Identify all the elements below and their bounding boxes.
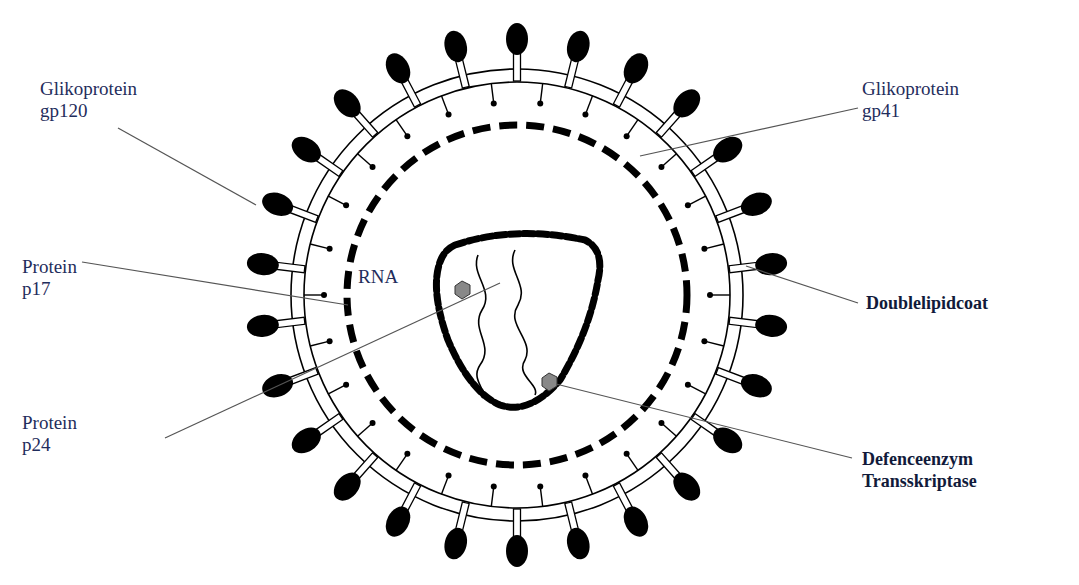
outer-membrane [291,69,743,521]
glycoprotein-knob [506,535,528,567]
enzyme-label: Defenceenzym Transskriptase [862,448,1032,492]
transmembrane-pin [627,454,638,470]
pin-dot [537,100,543,106]
transmembrane-pin [396,454,407,470]
virus-body [246,23,789,567]
transmembrane-pin [704,341,723,346]
pin-dot [404,133,410,139]
inner-membrane [304,82,730,508]
transmembrane-pin [661,154,676,167]
transmembrane-pin [540,84,542,104]
glycoprotein-knob [738,370,776,402]
pin-dot [701,338,707,344]
glycoprotein-knob [506,23,528,55]
pin-dot [491,100,497,106]
protein-label: Glikoprotein gp41 [862,78,987,122]
transmembrane-pin [627,120,638,136]
pin-dot [624,451,630,457]
pin-dot [370,164,376,170]
glycoprotein-knob [441,28,470,64]
glycoprotein-knob [564,525,593,561]
transmembrane-pin [688,196,706,205]
glycoprotein-knob [381,49,415,88]
transmembrane-pin [328,196,346,205]
transmembrane-pin [328,385,346,394]
transmembrane-pin [358,154,373,167]
pin-dot [658,164,664,170]
protein-label: Glikoprotein gp120 [40,78,165,122]
pin-dot [685,382,691,388]
glycoprotein-stem [274,317,305,328]
glycoprotein-knob [754,251,788,277]
leader-line [118,128,256,205]
rna-strand [513,250,536,395]
glycoprotein-knob [668,84,706,123]
membrane-label: Doublelipidcoat [866,292,988,314]
glycoprotein-knob [441,525,470,561]
transmembrane-pin [358,423,373,436]
glycoprotein-stem [274,262,305,273]
pin-dot [404,451,410,457]
pin-dot [707,292,713,298]
glycoprotein-knob [738,188,776,220]
pin-dot [658,420,664,426]
glycoprotein-knob [668,467,706,506]
pin-dot [327,246,333,252]
transmembrane-pin [441,475,448,494]
transmembrane-pin [585,475,592,494]
glycoprotein-stem [729,317,760,328]
glycoprotein-knob [287,131,326,167]
protein-label: Protein p17 [22,256,97,300]
leader-line [165,283,500,438]
transmembrane-pin [688,385,706,394]
protein-label: Protein p24 [22,412,97,456]
glycoprotein-knob [328,467,366,506]
pin-dot [537,484,543,490]
glycoprotein-knob [328,84,366,123]
enzyme-symbol [542,373,557,391]
pin-dot [685,202,691,208]
pin-dot [370,420,376,426]
glycoprotein-stem [729,262,760,273]
matrix-shell [347,125,687,465]
leader-line [82,262,348,305]
capsid [436,234,599,408]
glycoprotein-stem [514,51,521,81]
pin-dot [582,112,588,118]
glycoprotein-knob [754,313,788,339]
glycoprotein-knob [259,188,297,220]
pin-dot [321,292,327,298]
transmembrane-pin [585,96,592,115]
pin-dot [446,112,452,118]
glycoprotein-knob [246,251,280,277]
pin-dot [327,338,333,344]
transmembrane-pin [661,423,676,436]
pin-dot [582,472,588,478]
leader-line [746,266,858,303]
glycoprotein-knob [381,502,415,541]
glycoprotein-knob [287,422,326,458]
glycoprotein-knob [619,49,653,88]
leader-line [640,108,858,156]
pin-dot [701,246,707,252]
leader-line [556,384,852,458]
glycoprotein-knob [246,313,280,339]
pin-dot [343,382,349,388]
pin-dot [491,484,497,490]
glycoprotein-knob [619,502,653,541]
pin-dot [343,202,349,208]
enzyme-symbol [455,281,470,299]
transmembrane-pin [704,244,723,249]
glycoprotein-stem [514,509,521,539]
pin-dot [624,133,630,139]
rna-label: RNA [358,266,398,288]
rna-strand [476,255,485,398]
glycoprotein-knob [708,422,747,458]
glycoprotein-knob [564,28,593,64]
pin-dot [446,472,452,478]
